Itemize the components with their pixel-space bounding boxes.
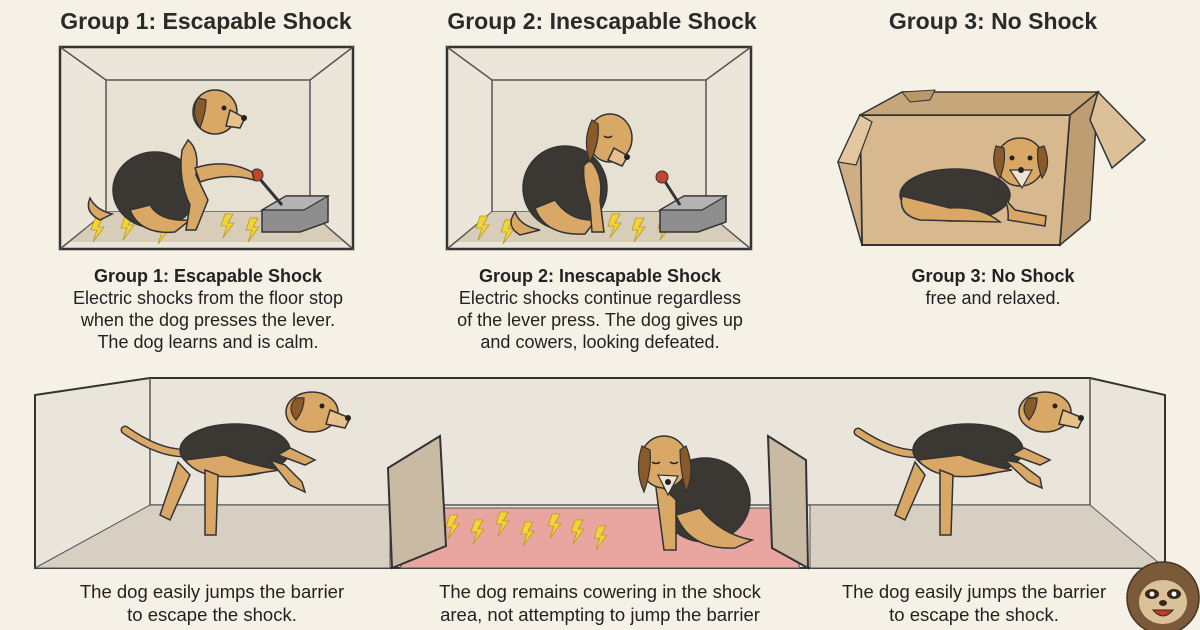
- caption-line: Electric shocks from the floor stop: [72, 288, 344, 308]
- caption-line: to escape the shock.: [127, 604, 297, 625]
- caption-line: area, not attempting to jump the barrier: [440, 604, 760, 625]
- panel-1-caption: Group 1: Escapable Shock Electric shocks…: [28, 265, 388, 353]
- barrier-right: [766, 434, 810, 570]
- shuttle-box: [34, 377, 1167, 570]
- lever: [655, 170, 729, 233]
- lever: [250, 168, 331, 233]
- panel-2-caption-heading: Group 2: Inescapable Shock: [478, 266, 722, 286]
- shuttle-center-caption: The dog remains cowering in the shock ar…: [410, 580, 790, 626]
- caption-line: to escape the shock.: [889, 604, 1059, 625]
- dog-jumping-right: [853, 391, 1085, 536]
- panel-3-box: [837, 89, 1147, 247]
- panel-1-title: Group 1: Escapable Shock: [60, 8, 352, 34]
- caption-line: free and relaxed.: [925, 288, 1061, 308]
- panel-3-caption-heading: Group 3: No Shock: [911, 266, 1075, 286]
- panel-2-title: Group 2: Inescapable Shock: [447, 8, 757, 34]
- panel-3-title: Group 3: No Shock: [888, 8, 1098, 34]
- panel-1-caption-heading: Group 1: Escapable Shock: [93, 266, 323, 286]
- panel-3-caption: Group 3: No Shock free and relaxed.: [813, 265, 1173, 309]
- dog-jumping-left: [120, 391, 352, 536]
- caption-line: Electric shocks continue regardless: [458, 288, 742, 308]
- dog-relaxed: [899, 137, 1049, 227]
- sloth-avatar: [1126, 561, 1200, 630]
- barrier-left: [386, 434, 448, 570]
- panel-1-box: [58, 45, 355, 251]
- dog-cowering: [637, 435, 755, 551]
- shuttle-right-caption: The dog easily jumps the barrier to esca…: [784, 580, 1164, 626]
- caption-line: of the lever press. The dog gives up: [457, 310, 743, 330]
- shuttle-left-caption: The dog easily jumps the barrier to esca…: [22, 580, 402, 626]
- dog-defeated: [510, 113, 633, 236]
- caption-line: and cowers, looking defeated.: [480, 332, 720, 352]
- caption-line: The dog easily jumps the barrier: [79, 581, 345, 602]
- caption-line: The dog remains cowering in the shock: [439, 581, 761, 602]
- panel-2-box: [445, 45, 753, 251]
- caption-line: when the dog presses the lever.: [80, 310, 336, 330]
- dog-calm: [87, 89, 256, 234]
- panel-2-caption: Group 2: Inescapable Shock Electric shoc…: [420, 265, 780, 353]
- caption-line: The dog easily jumps the barrier: [841, 581, 1107, 602]
- caption-line: The dog learns and is calm.: [97, 332, 319, 352]
